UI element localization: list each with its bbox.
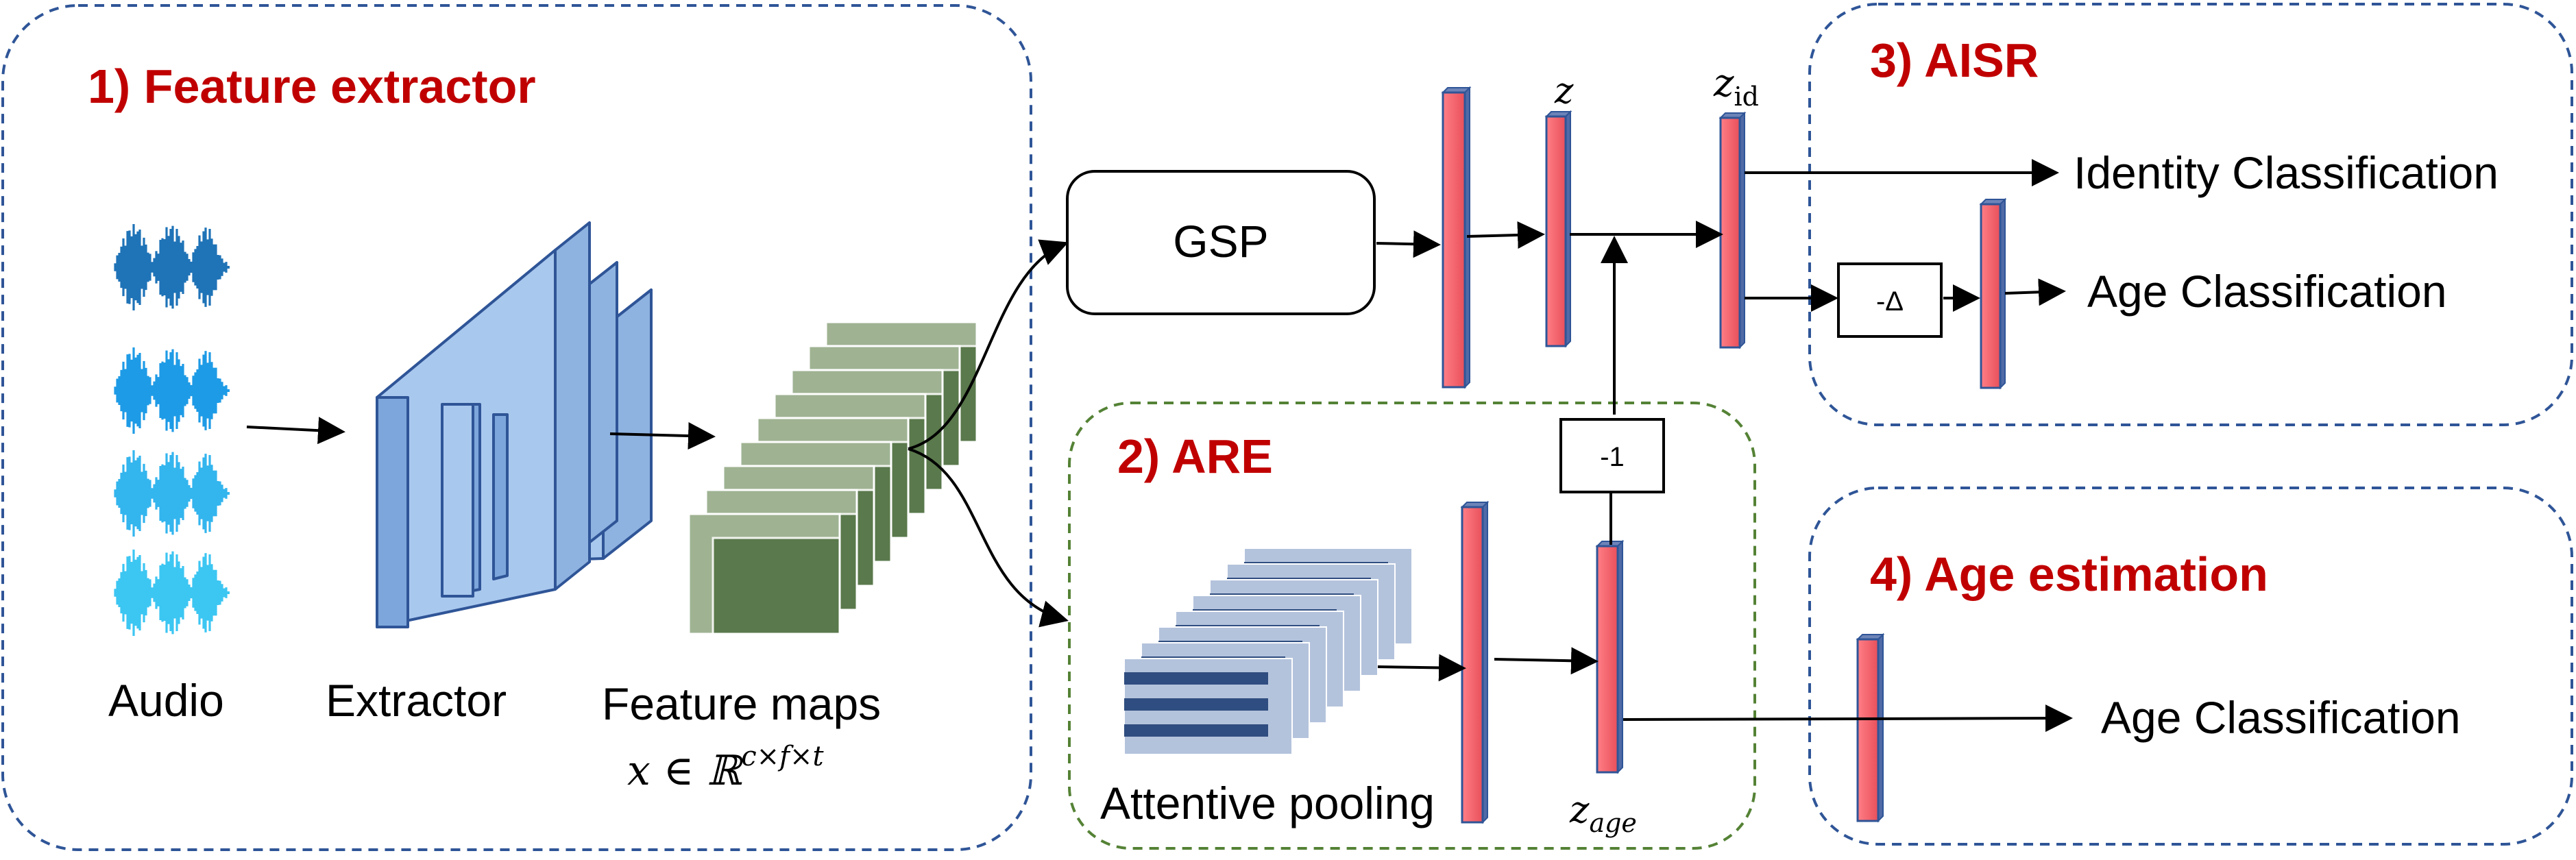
feature-extractor-section: [1, 4, 1032, 851]
feature-map-layer: [688, 513, 841, 635]
audio-waveform: [114, 450, 230, 537]
extractor-to-featuremaps-arrow: [609, 422, 716, 450]
gsp-label: GSP: [1173, 216, 1268, 267]
age-classification-est-label: Age Classification: [2101, 692, 2461, 743]
gsp-box: [1066, 170, 1376, 315]
audio-waveforms: [114, 224, 230, 636]
pooling-layer: [1123, 658, 1293, 755]
extractor-label: Extractor: [326, 675, 507, 726]
feature-maps-label: Feature maps: [602, 678, 881, 729]
featuremaps-to-gsp-arrow: [908, 239, 1069, 450]
aisr-title: 3) AISR: [1870, 34, 2039, 87]
minus-one-box: [1559, 418, 1665, 493]
age-classification-aisr-label: Age Classification: [2087, 266, 2447, 317]
minus-one-label: -1: [1600, 442, 1625, 472]
bar-to-age-arrow: [2004, 278, 2066, 306]
extractor-block: [376, 221, 653, 628]
embedding-bar: [1544, 110, 1572, 348]
audio-waveform: [114, 550, 230, 636]
embedding-bar: [1718, 111, 1747, 349]
audio-waveform: [114, 224, 230, 310]
embedding-bars: [1441, 86, 2007, 824]
audio-waveform: [114, 347, 230, 434]
embedding-bar: [1460, 500, 1490, 824]
are-title: 2) ARE: [1117, 430, 1273, 483]
embedding-bar: [1856, 632, 1885, 823]
attentive-pooling-stack: [1123, 548, 1413, 755]
bar-to-z-arrow: [1466, 221, 1545, 249]
bar-to-zage-arrow: [1494, 647, 1599, 675]
embedding-bar: [1595, 539, 1625, 774]
feature-maps-formula: x ∈ ℝc×f×t: [627, 741, 825, 795]
pooling-to-bar-arrow: [1377, 654, 1466, 682]
age-estimation-title: 4) Age estimation: [1870, 548, 2268, 601]
minus-delta-label: -Δ: [1876, 286, 1904, 317]
aisr-section: [1808, 3, 2573, 426]
embedding-bar: [1979, 197, 2007, 390]
minus-delta-box: [1837, 262, 1943, 338]
z-id-label: zid: [1713, 61, 1759, 112]
are-section: [1068, 402, 1756, 850]
featuremaps-to-are-arrow: [908, 447, 1069, 628]
identity-classification-label: Identity Classification: [2074, 147, 2499, 198]
audio-label: Audio: [108, 675, 224, 726]
zage-to-age-arrow: [1623, 704, 2073, 733]
feature-extractor-title: 1) Feature extractor: [88, 60, 536, 113]
z-label: z: [1554, 71, 1574, 112]
feature-maps-stack: [688, 321, 978, 635]
z-age-label: zage: [1569, 788, 1637, 838]
age-estimation-section: [1808, 487, 2573, 846]
audio-to-extractor-arrow: [246, 417, 345, 445]
attentive-pooling-label: Attentive pooling: [1100, 778, 1435, 828]
embedding-bar: [1441, 86, 1472, 389]
gsp-to-bar-arrow: [1376, 230, 1441, 258]
